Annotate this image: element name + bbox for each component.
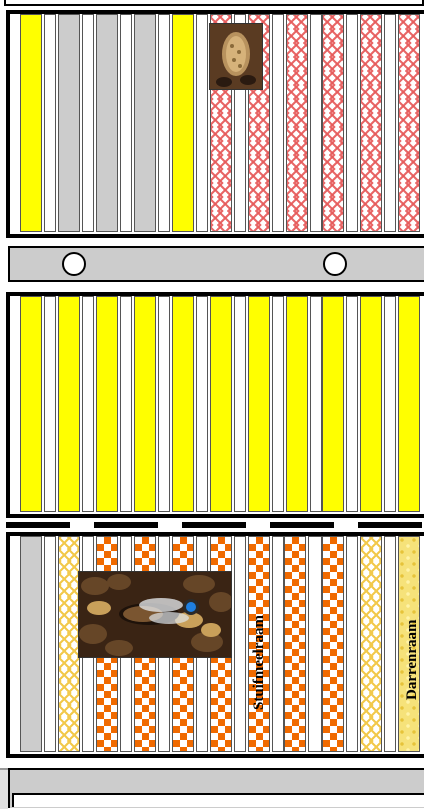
frame-empty: [384, 536, 396, 752]
frame-empty: [196, 14, 208, 232]
frame-empty: [384, 14, 396, 232]
frame-honey: [360, 296, 382, 512]
frame-honey: [172, 296, 194, 512]
frame-empty: [158, 296, 170, 512]
frame-empty: [44, 14, 56, 232]
frame-pollen-brood: [284, 536, 306, 752]
frame-honey: [172, 14, 194, 232]
queen-excluder-bar: [182, 522, 246, 528]
frame-empty: [44, 536, 56, 752]
frame-empty: [346, 296, 358, 512]
frame-empty: [272, 296, 284, 512]
frame-empty: [272, 536, 284, 752]
frame-pollen-brood: [322, 536, 344, 752]
frame-empty: [308, 536, 322, 752]
frame-empty: [82, 14, 94, 232]
frame-empty: [234, 536, 246, 752]
frame-drawn-comb: [58, 14, 80, 232]
frame-honey: [210, 296, 232, 512]
floor-board-inner: [12, 793, 424, 807]
queen-excluder-bar: [94, 522, 158, 528]
queen-cell-icon: [210, 24, 262, 89]
frame-honey: [322, 296, 344, 512]
frame-honey: [20, 14, 42, 232]
frame-foundation: [58, 536, 80, 752]
frame-empty: [196, 296, 208, 512]
frame-empty: [158, 14, 170, 232]
frame-empty: [272, 14, 284, 232]
frame-empty: [310, 14, 322, 232]
queen-excluder-bar: [358, 522, 422, 528]
floor-board-corner: [0, 768, 8, 809]
frame-honey: [398, 296, 420, 512]
queen-bee-icon: [79, 572, 231, 657]
frame-empty: [82, 296, 94, 512]
frame-honey: [286, 296, 308, 512]
frame-brood: [286, 14, 308, 232]
frame-empty: [384, 296, 396, 512]
frame-brood: [322, 14, 344, 232]
frame-foundation: [360, 536, 382, 752]
frame-empty: [44, 296, 56, 512]
frame-empty: [120, 296, 132, 512]
frame-empty: [120, 14, 132, 232]
frame-drawn-comb: [96, 14, 118, 232]
queen-excluder-bar: [270, 522, 334, 528]
frame-honey: [248, 296, 270, 512]
queen-cell-photo: [209, 23, 263, 90]
frame-empty: [234, 296, 246, 512]
frame-drawn-comb: [20, 536, 42, 752]
frame-empty: [346, 14, 358, 232]
stuifmeelraam-label: Stuifmeelraam: [251, 590, 268, 710]
frame-honey: [134, 296, 156, 512]
frame-empty: [346, 536, 358, 752]
top-edge: [4, 0, 424, 6]
queen-excluder-bar: [6, 522, 70, 528]
ventilation-hole: [62, 252, 86, 276]
frame-drawn-comb: [134, 14, 156, 232]
frame-honey: [96, 296, 118, 512]
ventilation-hole: [323, 252, 347, 276]
frame-honey: [58, 296, 80, 512]
frame-honey: [20, 296, 42, 512]
frame-brood: [360, 14, 382, 232]
frame-brood: [398, 14, 420, 232]
marked-queen-photo: [78, 571, 232, 658]
frame-empty: [310, 296, 322, 512]
darrenraam-label: Darrenraam: [404, 580, 421, 700]
